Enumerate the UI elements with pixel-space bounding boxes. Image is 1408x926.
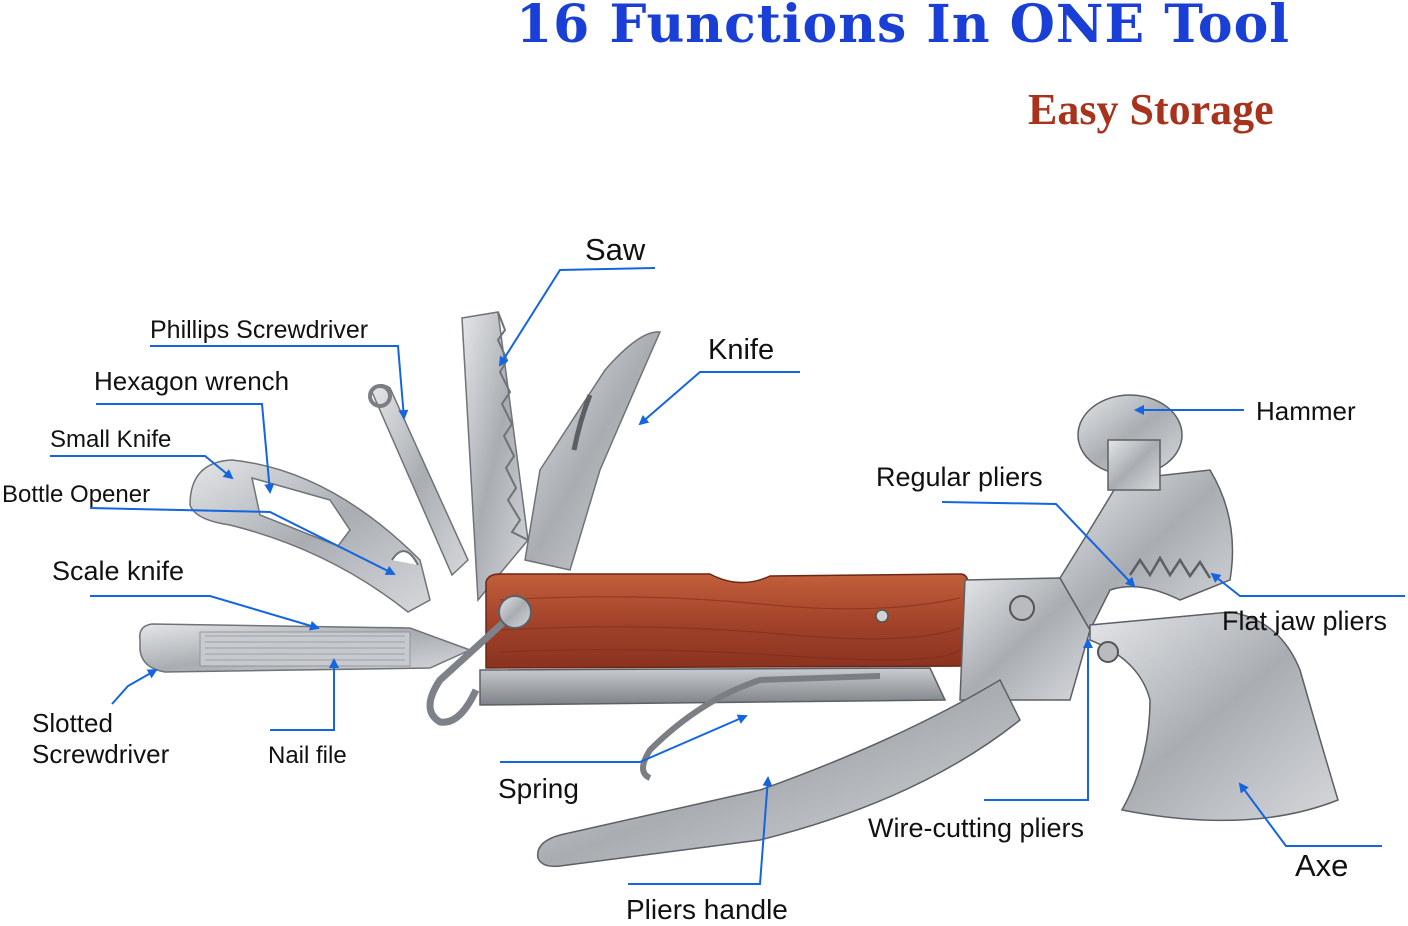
callout-flat-jaw [1210, 572, 1405, 597]
callout-hexagon [96, 403, 275, 494]
knife-blade [524, 331, 662, 571]
pliers-head [959, 577, 1091, 701]
knife-notch [571, 394, 593, 451]
wood-handle [485, 573, 969, 669]
phillips-screwdriver-ring [368, 384, 392, 408]
callout-phillips [150, 345, 409, 420]
axe-blade [1089, 611, 1339, 822]
callout-regular-pliers [941, 501, 1136, 588]
label-spring: Spring [498, 773, 579, 804]
axe-rivet [1097, 641, 1119, 663]
saw-teeth [496, 311, 529, 541]
nail-file-texture [199, 631, 411, 667]
label-small-knife: Small Knife [50, 426, 172, 453]
bottle-opener-hook [391, 550, 419, 566]
label-phillips-screwdriver: Phillips Screwdriver [150, 316, 369, 344]
label-hexagon-wrench: Hexagon wrench [94, 366, 290, 396]
label-nail-file: Nail file [268, 742, 347, 769]
label-regular-pliers: Regular pliers [876, 462, 1043, 492]
callout-saw [498, 267, 656, 367]
hexagon-holes [251, 476, 351, 547]
plier-teeth [1128, 555, 1212, 579]
label-slotted-line2: Screwdriver [32, 739, 170, 769]
callout-knife [638, 371, 800, 426]
callout-pliers-handle [628, 776, 773, 885]
callout-lines [50, 267, 1405, 885]
label-bottle-opener: Bottle Opener [2, 481, 151, 508]
handle-rivet [875, 609, 889, 623]
headline-title: 16 Functions In ONE Tool [516, 0, 1291, 55]
label-wire-cutting-pliers: Wire-cutting pliers [868, 813, 1085, 843]
label-scale-knife: Scale knife [52, 556, 185, 586]
callout-spring [500, 714, 748, 763]
callout-small-knife [50, 455, 234, 480]
callout-bottle-opener [89, 507, 396, 575]
label-slotted-line1: Slotted [32, 708, 113, 738]
hammer-body [1059, 469, 1234, 632]
hammer-neck [1107, 439, 1161, 491]
wood-grain [499, 596, 961, 661]
callout-nail-file [270, 658, 339, 731]
callout-slotted [111, 669, 158, 705]
headline-subtitle: Easy Storage [1028, 85, 1274, 134]
label-saw: Saw [585, 232, 646, 267]
callout-scale-knife [90, 595, 320, 631]
label-flat-jaw-pliers: Flat jaw pliers [1222, 606, 1388, 636]
callout-wire-cutting [984, 638, 1093, 801]
wrench-opener-blade [189, 459, 431, 613]
label-pliers-handle: Pliers handle [626, 894, 788, 925]
pliers-handle-shape [536, 678, 1021, 868]
label-knife: Knife [708, 334, 775, 366]
label-axe: Axe [1295, 848, 1349, 883]
pivot-rivet [498, 595, 532, 629]
pliers-rivet [1009, 595, 1035, 621]
callout-axe [1238, 782, 1382, 847]
spring-loop [426, 609, 518, 726]
label-hammer: Hammer [1256, 396, 1356, 426]
nail-file-hatch [205, 635, 405, 661]
spring-wire [640, 673, 881, 781]
saw-blade [461, 311, 529, 602]
